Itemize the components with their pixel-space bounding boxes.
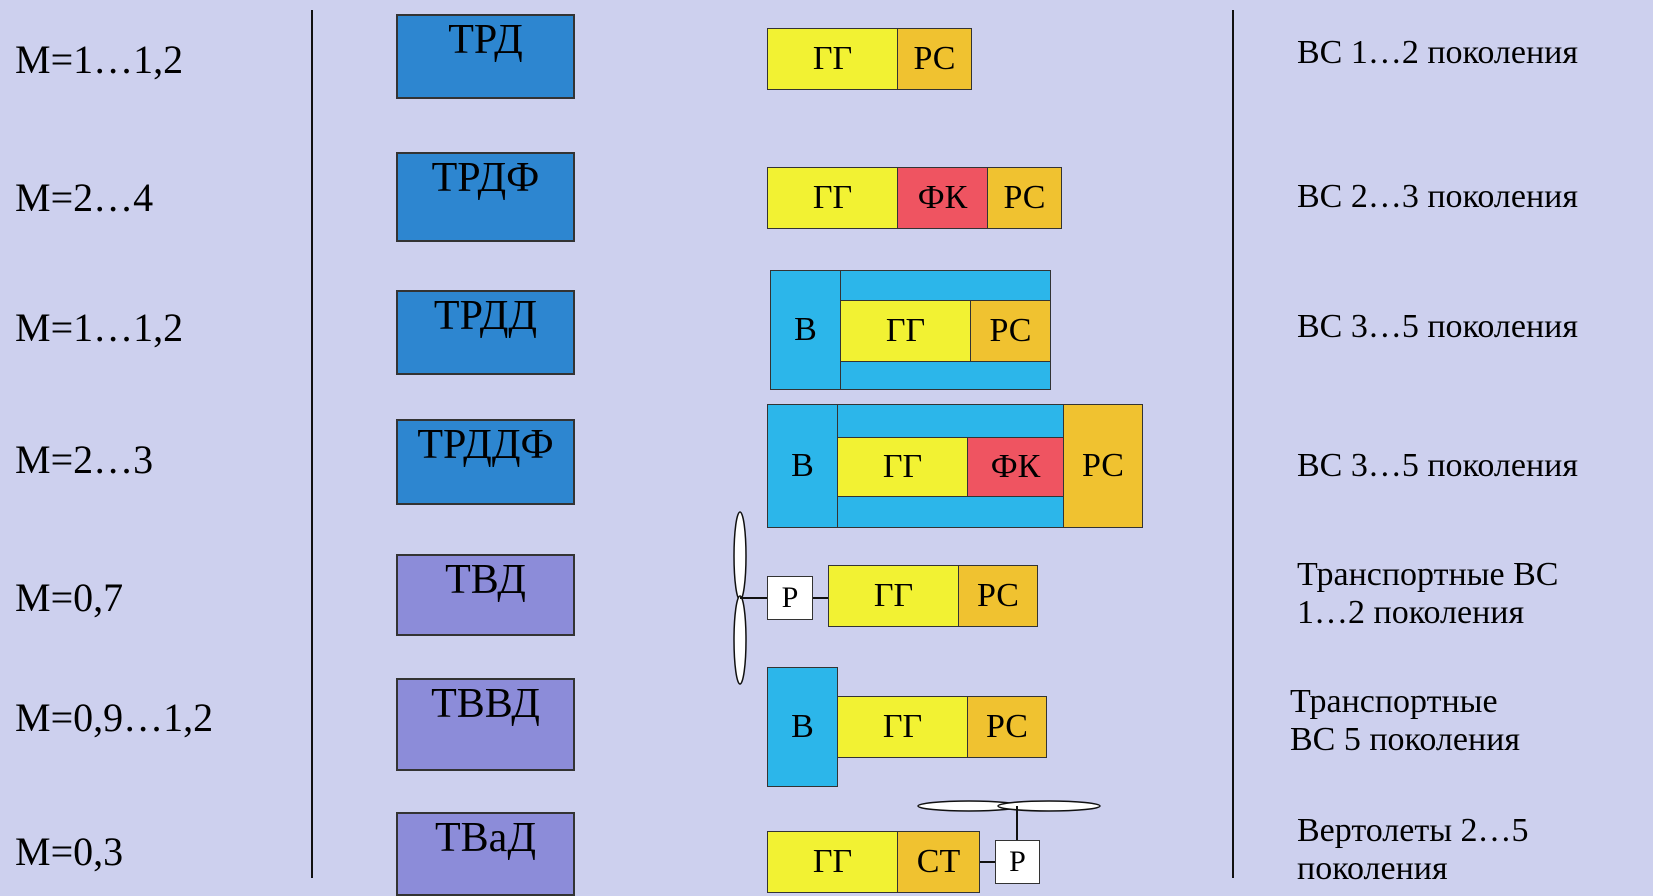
generation-line: Вертолеты 2…5 bbox=[1297, 812, 1529, 849]
block-label: В bbox=[794, 311, 817, 348]
trdd-fan: В bbox=[770, 270, 841, 390]
mach-label-trddf: M=2…3 bbox=[15, 437, 154, 482]
generation-line: 1…2 поколения bbox=[1297, 594, 1525, 632]
block-label: РС bbox=[989, 312, 1032, 349]
block-label: ГГ bbox=[882, 448, 923, 485]
generation-line: поколения bbox=[1297, 850, 1448, 888]
block-label: ФК bbox=[990, 448, 1041, 485]
tvd-nozzle: РС bbox=[958, 565, 1038, 627]
block-label: ГГ bbox=[812, 179, 853, 216]
generation-trdd: ВС 3…5 поколения bbox=[1297, 308, 1578, 345]
block-label: ФК bbox=[917, 179, 968, 216]
block-label: РС bbox=[976, 577, 1019, 614]
generation-line: Транспортные ВС bbox=[1297, 556, 1559, 593]
tvad-rotor-icon bbox=[917, 800, 1101, 863]
block-label: РС bbox=[985, 708, 1028, 745]
block-label: РС bbox=[913, 40, 956, 77]
block-label: ГГ bbox=[812, 40, 853, 77]
block-label: В bbox=[791, 708, 814, 745]
mach-label-trdd: M=1…1,2 bbox=[15, 305, 184, 350]
block-label: СТ bbox=[916, 843, 961, 880]
engine-type-label: ТРДФ bbox=[431, 155, 540, 201]
engine-type-trdf: ТРДФ bbox=[396, 152, 575, 242]
tvd-reducer: Р bbox=[767, 576, 813, 620]
generation-trddf: ВС 3…5 поколения bbox=[1297, 447, 1578, 484]
generation-line: ВС 5 поколения bbox=[1290, 721, 1520, 759]
engine-type-label: ТРДД bbox=[433, 293, 538, 339]
block-label: Р bbox=[1009, 845, 1026, 878]
generation-tvad: Вертолеты 2…5 поколения bbox=[1297, 812, 1529, 888]
engine-type-label: ТРДДФ bbox=[417, 422, 554, 468]
generation-tvvd: Транспортные ВС 5 поколения bbox=[1290, 683, 1520, 759]
trd-nozzle: РС bbox=[897, 28, 972, 90]
generation-trd: ВС 1…2 поколения bbox=[1297, 34, 1578, 71]
generation-line: Транспортные bbox=[1290, 683, 1498, 720]
trdf-nozzle: РС bbox=[987, 167, 1062, 229]
trd-gas-generator: ГГ bbox=[767, 28, 898, 90]
block-label: РС bbox=[1003, 179, 1046, 216]
block-label: Р bbox=[781, 581, 799, 614]
trdd-gas-generator: ГГ bbox=[840, 300, 971, 362]
trddf-gas-generator: ГГ bbox=[837, 437, 968, 497]
block-label: ГГ bbox=[885, 312, 926, 349]
block-label: ГГ bbox=[812, 843, 853, 880]
engine-type-trd: ТРД bbox=[396, 14, 575, 99]
tvad-gas-generator: ГГ bbox=[767, 831, 898, 893]
left-divider bbox=[311, 10, 313, 878]
engine-type-label: ТВаД bbox=[435, 815, 536, 861]
trdf-afterburner: ФК bbox=[897, 167, 988, 229]
engine-type-tvd: ТВД bbox=[396, 554, 575, 636]
engine-type-trdd: ТРДД bbox=[396, 290, 575, 375]
engine-type-tvad: ТВаД bbox=[396, 812, 575, 896]
mach-label-trd: M=1…1,2 bbox=[15, 37, 184, 82]
tvad-free-turbine: СТ bbox=[897, 831, 980, 893]
engine-type-label: ТВД bbox=[445, 557, 526, 603]
trddf-afterburner: ФК bbox=[967, 437, 1064, 497]
tvd-propeller-icon bbox=[733, 511, 828, 685]
tvad-reducer: Р bbox=[995, 840, 1040, 884]
block-label: ГГ bbox=[882, 708, 923, 745]
right-divider bbox=[1232, 10, 1234, 878]
mach-label-tvad: M=0,3 bbox=[15, 829, 124, 874]
block-label: РС bbox=[1081, 447, 1124, 484]
tvvd-nozzle: РС bbox=[967, 696, 1047, 758]
trddf-fan: В bbox=[767, 404, 838, 528]
engine-type-tvvd: ТВВД bbox=[396, 678, 575, 771]
mach-label-trdf: M=2…4 bbox=[15, 175, 154, 220]
trddf-nozzle: РС bbox=[1063, 404, 1143, 528]
engine-type-label: ТРД bbox=[448, 17, 523, 63]
block-label: ГГ bbox=[873, 577, 914, 614]
tvd-gas-generator: ГГ bbox=[828, 565, 959, 627]
mach-label-tvd: M=0,7 bbox=[15, 575, 124, 620]
engine-type-label: ТВВД bbox=[431, 681, 540, 727]
engine-type-trddf: ТРДДФ bbox=[396, 419, 575, 505]
generation-tvd: Транспортные ВС 1…2 поколения bbox=[1297, 556, 1558, 632]
trdd-nozzle: РС bbox=[970, 300, 1051, 362]
tvvd-propfan: В bbox=[767, 667, 838, 787]
mach-label-tvvd: M=0,9…1,2 bbox=[15, 695, 214, 740]
trdf-gas-generator: ГГ bbox=[767, 167, 898, 229]
block-label: В bbox=[791, 447, 814, 484]
generation-trdf: ВС 2…3 поколения bbox=[1297, 178, 1578, 215]
tvvd-gas-generator: ГГ bbox=[837, 696, 968, 758]
